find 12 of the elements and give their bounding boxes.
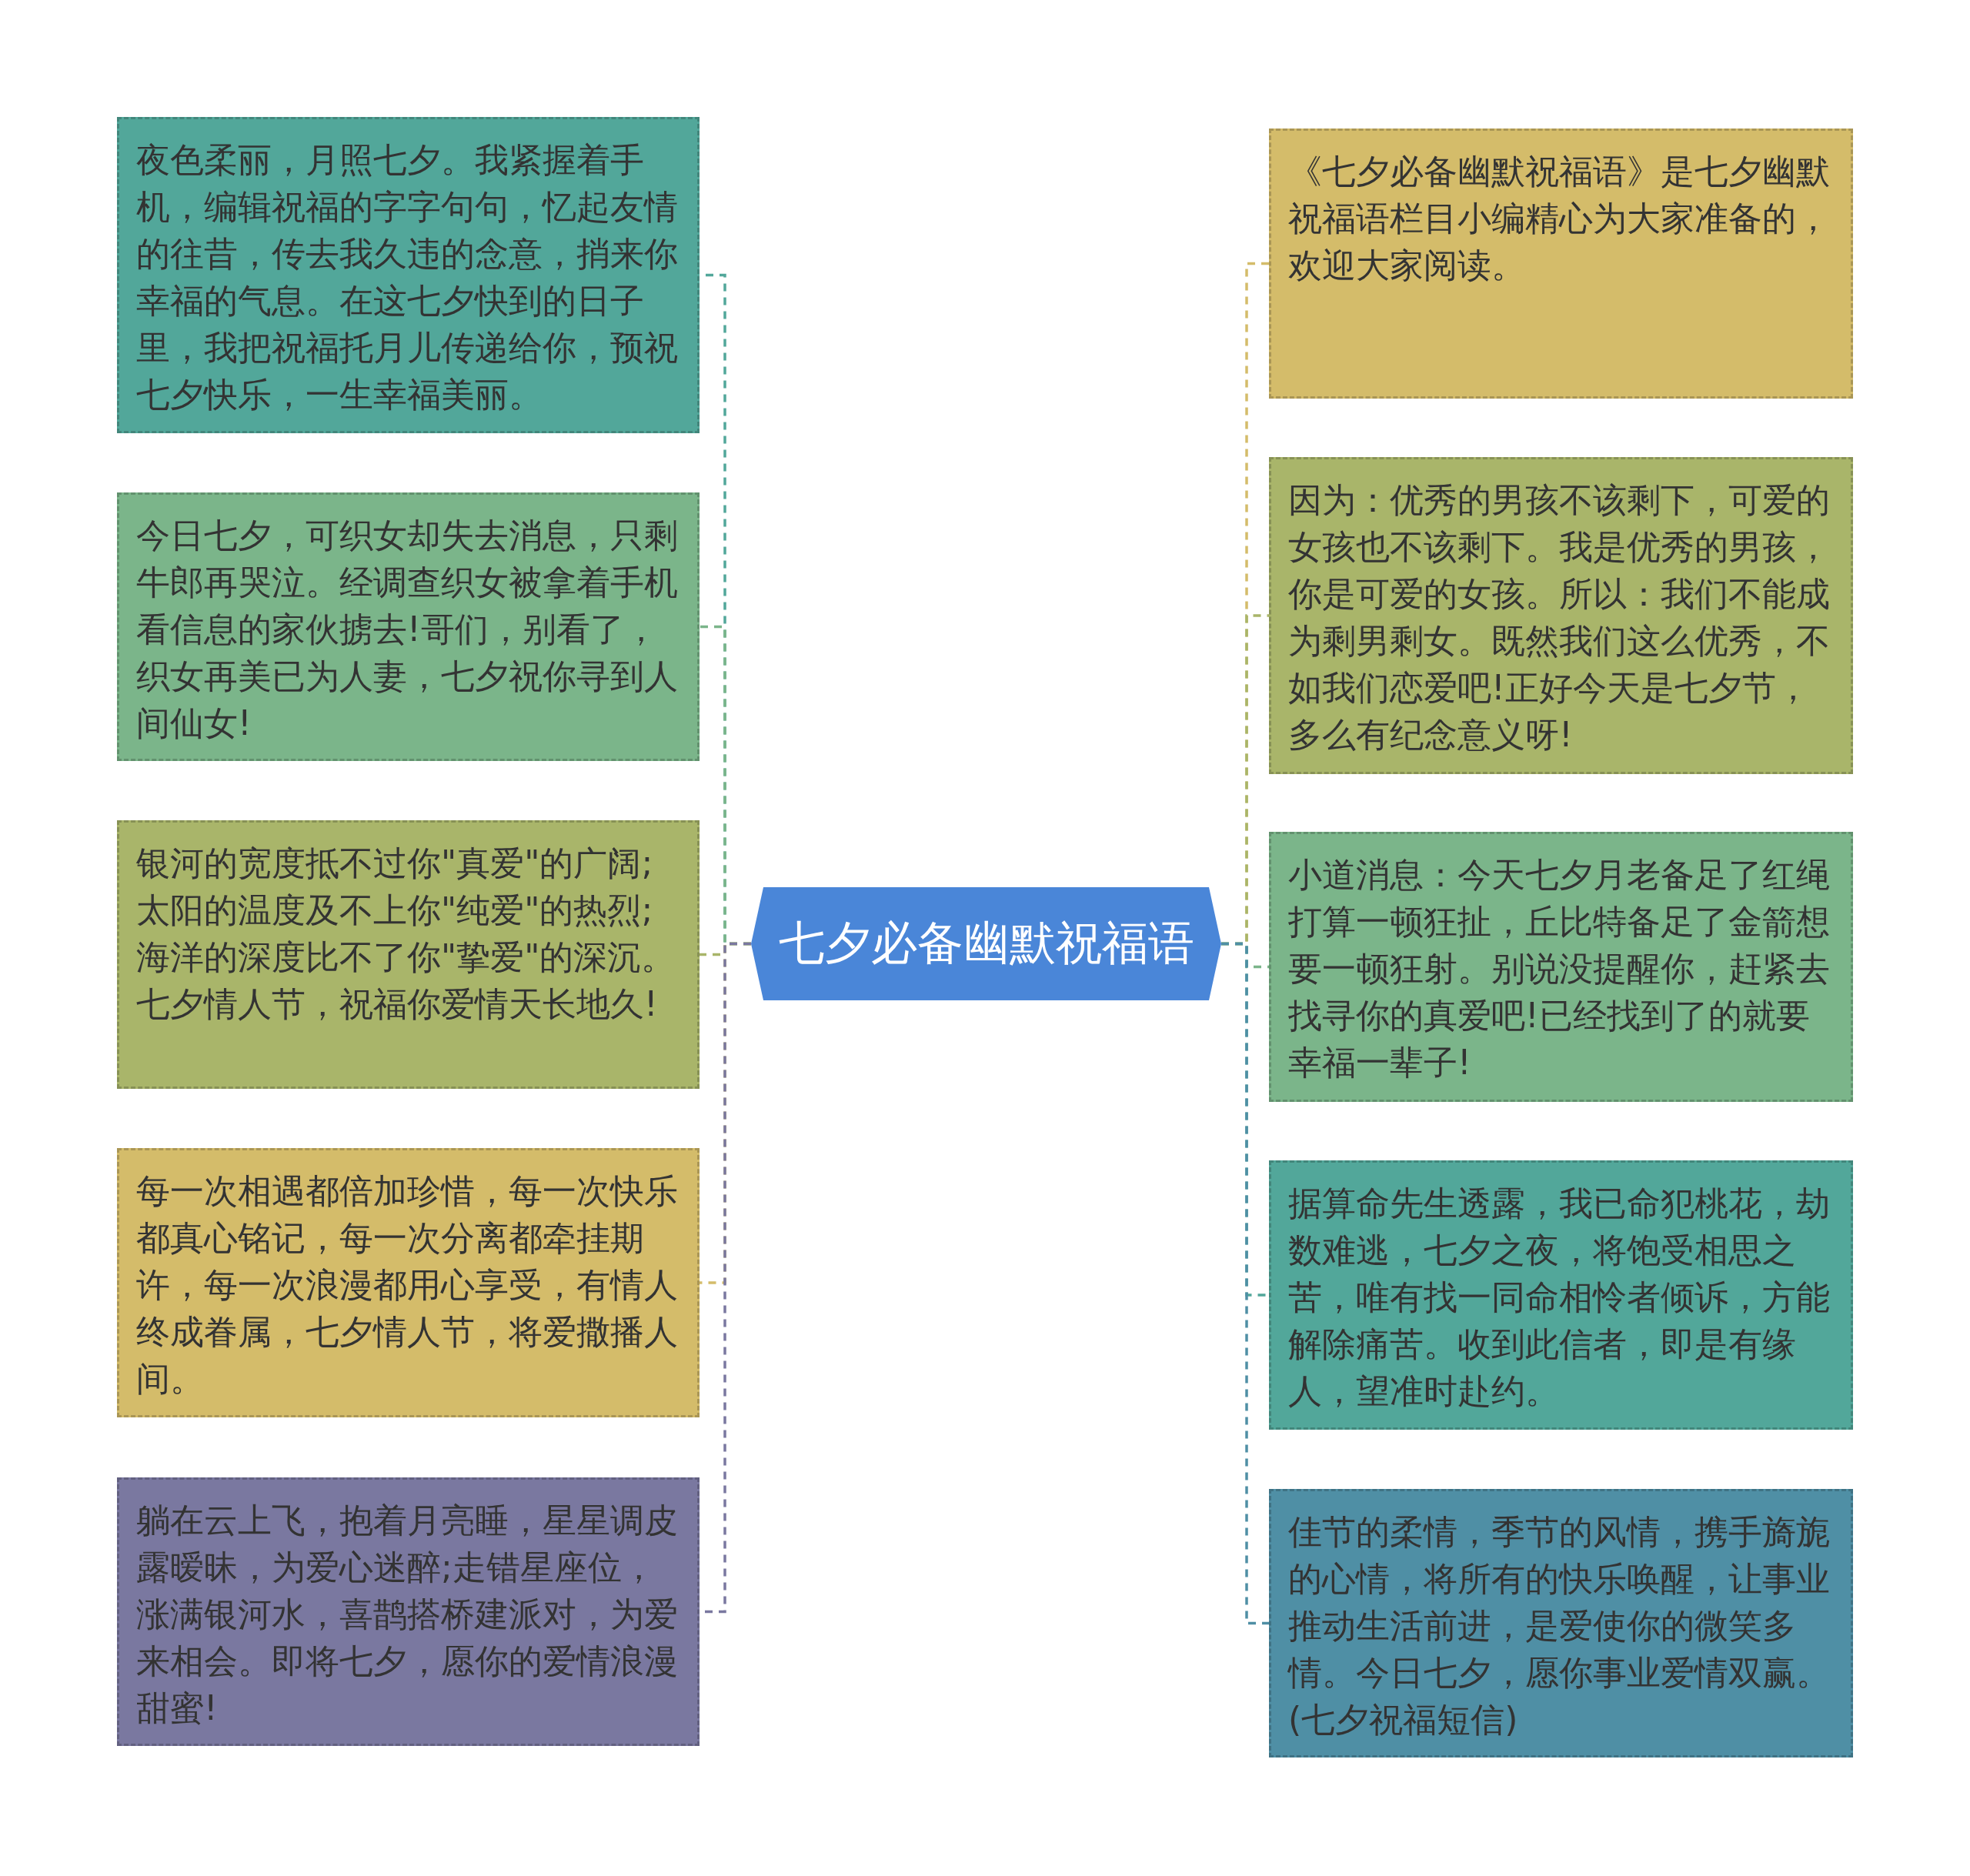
message-card: 躺在云上飞，抱着月亮睡，星星调皮露暧昧，为爱心迷醉;走错星座位，涨满银河水，喜鹊搭桥建派对，为爱来相会。即将七夕，愿你的爱情浪漫甜蜜! bbox=[117, 1477, 700, 1746]
topic-title: 七夕必备幽默祝福语 bbox=[778, 915, 1194, 971]
message-card: 佳节的柔情，季节的风情，携手旖旎的心情，将所有的快乐唤醒，让事业推动生活前进，是爱使你的微笑多情。今日七夕，愿你事业爱情双赢。(七夕祝福短信) bbox=[1269, 1489, 1853, 1757]
message-card: 每一次相遇都倍加珍惜，每一次快乐都真心铭记，每一次分离都牵挂期许，每一次浪漫都用心享受，有情人终成眷属，七夕情人节，将爱撒播人间。 bbox=[117, 1148, 700, 1417]
message-card: 夜色柔丽，月照七夕。我紧握着手机，编辑祝福的字字句句，忆起友情的往昔，传去我久违的念意，捎来你幸福的气息。在这七夕快到的日子里，我把祝福托月儿传递给你，预祝七夕快乐，一生幸福美丽。 bbox=[117, 117, 700, 433]
connector-line bbox=[1221, 942, 1269, 1625]
message-card: 据算命先生透露，我已命犯桃花，劫数难逃，七夕之夜，将饱受相思之苦，唯有找一同命相怜者倾诉，方能解除痛苦。收到此信者，即是有缘人，望准时赴约。 bbox=[1269, 1160, 1853, 1430]
message-card: 因为：优秀的男孩不该剩下，可爱的女孩也不该剩下。我是优秀的男孩，你是可爱的女孩。所以：我们不能成为剩男剩女。既然我们这么优秀，不如我们恋爱吧!正好今天是七夕节，多么有纪念意义呀! bbox=[1269, 457, 1853, 774]
message-card: 今日七夕，可织女却失去消息，只剩牛郎再哭泣。经调查织女被拿着手机看信息的家伙掳去!哥们，别看了，织女再美已为人妻，七夕祝你寻到人间仙女! bbox=[117, 492, 700, 761]
message-card: 小道消息：今天七夕月老备足了红绳打算一顿狂扯，丘比特备足了金箭想要一顿狂射。别说没提醒你，赶紧去找寻你的真爱吧!已经找到了的就要幸福一辈子! bbox=[1269, 832, 1853, 1102]
message-card: 《七夕必备幽默祝福语》是七夕幽默祝福语栏目小编精心为大家准备的，欢迎大家阅读。 bbox=[1269, 129, 1853, 399]
message-card: 银河的宽度抵不过你"真爱"的广阔;太阳的温度及不上你"纯爱"的热烈;海洋的深度比不了你"挚爱"的深沉。七夕情人节，祝福你爱情天长地久! bbox=[117, 820, 700, 1089]
